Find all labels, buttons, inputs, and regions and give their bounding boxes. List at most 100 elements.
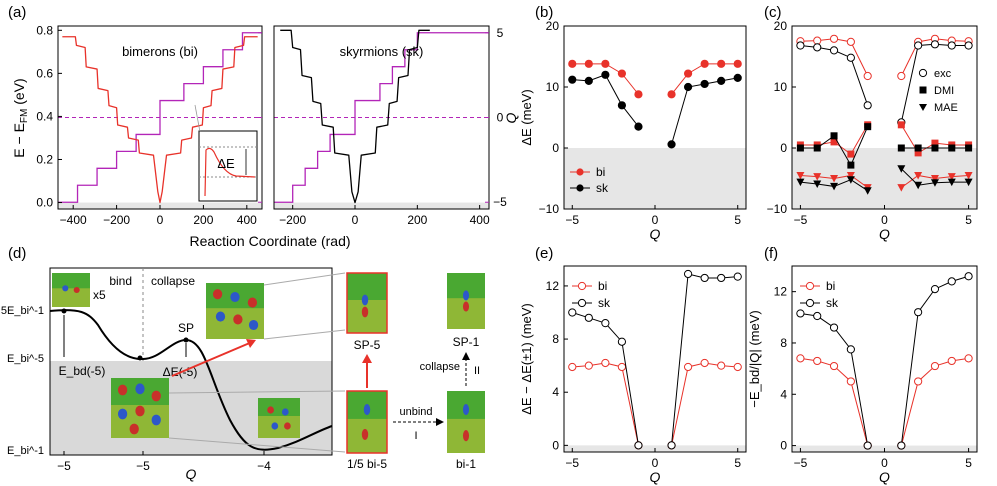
frame: [563, 265, 747, 453]
legend-marker: [918, 68, 928, 78]
legend-marker: [805, 281, 815, 291]
zoom-line: [168, 390, 346, 394]
marker: [846, 171, 855, 180]
label-II: II: [474, 365, 480, 377]
x-tick-label: −5: [565, 213, 579, 227]
q-tick-label: 0: [497, 111, 504, 125]
marker: [717, 59, 726, 68]
marker: [683, 269, 693, 279]
tile-sp: [206, 283, 264, 339]
marker: [914, 144, 922, 152]
q-tick-label: 5: [497, 26, 504, 40]
sub-label: bimerons (bi): [122, 44, 198, 59]
x-tick-label: 5: [734, 456, 741, 470]
tile-blob: [135, 383, 145, 395]
tile-blob: [129, 423, 139, 435]
marker: [667, 90, 676, 99]
marker: [667, 140, 676, 149]
legend-marker: [919, 86, 927, 94]
tile-blob: [462, 430, 470, 442]
panel-label-d: (d): [8, 245, 26, 262]
tile-blob: [151, 414, 161, 426]
legend-marker: [919, 104, 927, 111]
y-tick-label: 4: [552, 385, 559, 399]
marker: [617, 337, 627, 346]
marker: [700, 273, 709, 283]
series-sk-exc: [796, 40, 973, 127]
marker: [733, 362, 742, 372]
zero-shade: [564, 148, 746, 209]
legend-label: sk: [598, 296, 611, 310]
series-sk: [568, 269, 742, 450]
tile-blob: [361, 306, 369, 318]
x-tick-label: −200: [103, 213, 130, 227]
marker: [947, 173, 956, 181]
tile-blob: [215, 311, 226, 322]
tile-blob: [135, 405, 145, 417]
marker: [964, 41, 973, 50]
tile-blob: [281, 408, 289, 416]
series-bi: [568, 358, 742, 450]
x-tick-label: 0: [881, 456, 888, 470]
inset-label: ΔE: [217, 156, 235, 171]
inset-frame: [198, 130, 258, 202]
marker: [700, 59, 709, 68]
series-line: [572, 312, 639, 446]
marker: [568, 362, 577, 372]
marker: [897, 121, 905, 129]
marker: [733, 73, 742, 82]
path-point: [183, 337, 189, 343]
marker: [948, 144, 956, 152]
tile-blob: [361, 294, 369, 306]
tile-blob: [73, 286, 80, 294]
x-axis-label: Reaction Coordinate (rad): [189, 233, 350, 249]
sub-label: skyrmions (sk): [340, 44, 424, 59]
marker: [863, 441, 872, 450]
y-tick-label: 0.2: [36, 152, 53, 166]
legend-label: bi: [596, 165, 605, 179]
marker: [568, 75, 577, 84]
marker: [965, 144, 973, 152]
tile-blob: [248, 319, 259, 331]
y-tick-label: −10: [539, 202, 560, 216]
marker: [796, 309, 805, 318]
y-tick-label: 0.0: [36, 196, 53, 210]
label-sp: SP: [178, 321, 194, 335]
marker: [947, 356, 956, 366]
x-tick-label: −200: [279, 213, 306, 227]
y-axis-label: ΔE − ΔE(±1) (meV): [519, 303, 534, 415]
marker: [846, 53, 855, 62]
marker: [846, 345, 855, 354]
q-tick-label: −5: [493, 195, 507, 209]
tile-blob: [62, 285, 69, 292]
x-tick-label: 200: [407, 213, 427, 227]
tile-blob: [230, 291, 240, 303]
marker: [813, 43, 822, 52]
marker: [601, 59, 610, 68]
red-arrowhead: [246, 339, 256, 348]
inset-pointer: [194, 104, 201, 133]
y-tick-label: 12: [774, 285, 788, 299]
legend-label: bi: [826, 279, 835, 293]
tile-blob: [212, 289, 223, 300]
y-tick-label: 0.6: [36, 66, 53, 80]
unbind-arrowhead: [436, 418, 444, 426]
y-tick-label: 0: [552, 141, 559, 155]
tile-blob: [462, 404, 470, 416]
tile-blob: [117, 408, 128, 420]
zoom-line: [263, 272, 346, 286]
marker: [568, 59, 577, 68]
y-label-ebi1: E_bi^-1: [7, 445, 44, 457]
tile-blob: [117, 384, 128, 396]
series-bi: [796, 354, 973, 450]
legend-marker: [577, 298, 587, 308]
marker: [813, 144, 821, 152]
marker: [584, 76, 593, 86]
x-tick-label: 400: [470, 213, 490, 227]
series-line: [900, 275, 969, 446]
tile-bind: [111, 378, 169, 438]
legend-marker: [576, 168, 584, 176]
marker: [634, 90, 643, 99]
